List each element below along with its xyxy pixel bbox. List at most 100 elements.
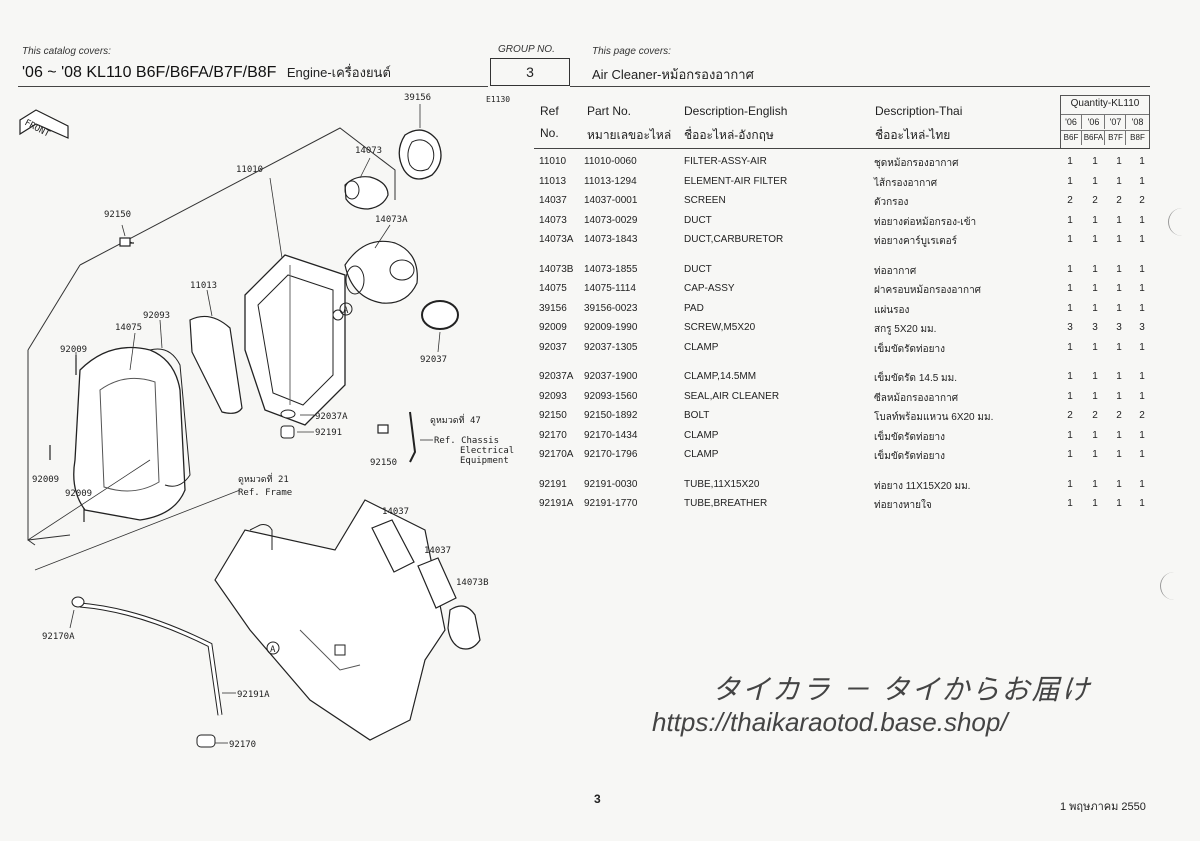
cap-14075-shape	[73, 346, 186, 521]
cell-desc-en: FILTER-ASSY-AIR	[684, 156, 767, 167]
cell-qty: 1	[1092, 302, 1098, 314]
screen-14037-shapes	[371, 519, 457, 609]
cell-desc-th: เข็มขัดรัดท่อยาง	[874, 343, 945, 355]
cell-ref: 11010	[539, 156, 567, 167]
cell-ref: 92037	[539, 341, 567, 353]
col-desc-en-2: ชื่ออะไหล่-อังกฤษ	[684, 128, 774, 142]
cell-qty: 1	[1067, 478, 1073, 490]
cell-qty: 1	[1139, 429, 1145, 441]
cell-qty: 1	[1067, 449, 1073, 460]
cell-qty: 1	[1139, 302, 1145, 314]
label-11010: 11010	[236, 165, 263, 175]
cell-desc-th: ตัวกรอง	[874, 197, 909, 208]
cell-ref: 92009	[539, 322, 567, 333]
cell-qty: 1	[1067, 429, 1073, 441]
cell-qty: 1	[1067, 283, 1073, 294]
cell-desc-th: ซีลหม้อกรองอากาศ	[874, 392, 959, 404]
cell-qty: 1	[1116, 263, 1122, 275]
cell-ref: 11013	[539, 175, 567, 187]
cell-desc-th: เข็มขัดรัดท่อยาง	[874, 451, 945, 462]
cell-qty: 1	[1116, 371, 1122, 382]
qty-model-4: B8F	[1125, 131, 1149, 145]
cell-ref: 92037A	[539, 371, 574, 382]
cell-ref: 14073B	[539, 263, 574, 275]
tube-92191-shape	[280, 425, 295, 439]
cell-desc-th: สกรู 5X20 มม.	[874, 324, 937, 335]
cell-desc-th: ท่อยางต่อหม้อกรอง-เข้า	[874, 216, 977, 228]
cell-desc-en: SEAL,AIR CLEANER	[684, 390, 780, 402]
qty-year-3: '07	[1104, 115, 1126, 129]
binding-hole-mark-lower	[1160, 572, 1175, 600]
label-14073: 14073	[355, 146, 382, 156]
cell-qty: 1	[1139, 156, 1145, 167]
qty-model-1: B6F	[1063, 133, 1079, 142]
cell-qty: 1	[1116, 341, 1122, 353]
header-rule-left	[18, 86, 488, 87]
cell-qty: 1	[1092, 341, 1098, 353]
cell-qty: 1	[1092, 478, 1098, 490]
cell-qty: 1	[1092, 214, 1098, 226]
label-92009-c: 92009	[65, 489, 92, 499]
engine-label: Engine-เครื่องยนต์	[286, 65, 391, 80]
exploded-parts-diagram: FRONT 39156 11010 14073 14073A 92150 110…	[19, 93, 514, 750]
strap-shape	[409, 411, 417, 463]
col-part-1: Part No.	[587, 104, 632, 118]
cell-desc-en: DUCT,CARBURETOR	[684, 234, 784, 245]
cell-qty: 1	[1092, 429, 1098, 441]
cell-ref: 92093	[539, 390, 567, 402]
cell-qty: 1	[1067, 390, 1073, 402]
clamp-92170-shape	[196, 734, 216, 748]
qty-year-2: '06	[1081, 115, 1105, 129]
label-14073A: 14073A	[375, 215, 408, 225]
cell-desc-en: PAD	[684, 302, 704, 314]
cell-desc-en: SCREW,M5X20	[684, 322, 756, 333]
page-number: 3	[594, 792, 601, 806]
catalog-title-line: '06 ~ '08 KL110 B6F/B6FA/B7F/B8F Engine-…	[22, 62, 391, 83]
screw-bolt-shapes	[49, 237, 389, 522]
cell-qty: 1	[1092, 498, 1098, 509]
cell-qty: 1	[1139, 283, 1145, 294]
label-92009-b: 92009	[32, 475, 59, 485]
label-92037A: 92037A	[315, 412, 348, 422]
cell-qty: 1	[1067, 302, 1073, 314]
label-92191A: 92191A	[237, 690, 270, 700]
cell-qty: 1	[1139, 214, 1145, 226]
cell-qty: 1	[1139, 478, 1145, 490]
cell-qty: 1	[1067, 263, 1073, 275]
cell-qty: 1	[1092, 234, 1098, 245]
qty-year-1: '06	[1065, 117, 1077, 127]
cell-qty: 1	[1139, 234, 1145, 245]
cell-qty: 1	[1092, 156, 1098, 167]
quantity-header-box: Quantity-KL110 '06 '06 '07 '08 B6F B6FA …	[1060, 95, 1150, 149]
ref47-line1: Ref. Chassis	[434, 436, 499, 446]
cell-qty: 3	[1092, 322, 1098, 333]
label-92191: 92191	[315, 428, 342, 438]
cell-qty: 1	[1116, 283, 1122, 294]
cell-qty: 2	[1139, 410, 1145, 421]
cell-part-no: 92170-1434	[584, 429, 638, 441]
cell-qty: 1	[1116, 478, 1122, 490]
cell-ref: 14073	[539, 214, 567, 226]
footer-date: 1 พฤษภาคม 2550	[1060, 801, 1146, 813]
cell-part-no: 39156-0023	[584, 302, 638, 314]
frame-shape	[214, 499, 446, 741]
page-covers-title: Air Cleaner-หม้อกรองอากาศ	[592, 67, 754, 82]
front-arrow-icon	[19, 109, 69, 139]
cell-qty: 1	[1139, 175, 1145, 187]
group-number-box: 3	[490, 58, 570, 86]
cell-part-no: 92093-1560	[584, 390, 638, 402]
group-label: GROUP NO.	[498, 44, 555, 55]
watermark-title: タイカラ － タイからお届け	[712, 674, 1092, 705]
cell-desc-th: ฝาครอบหม้อกรองอากาศ	[874, 285, 982, 296]
col-ref-2: No.	[540, 126, 559, 140]
cell-desc-th: โบลท์พร้อมแหวน 6X20 มม.	[874, 412, 994, 423]
cell-qty: 2	[1139, 195, 1145, 206]
cell-desc-en: BOLT	[684, 410, 710, 421]
label-92037: 92037	[420, 355, 447, 365]
